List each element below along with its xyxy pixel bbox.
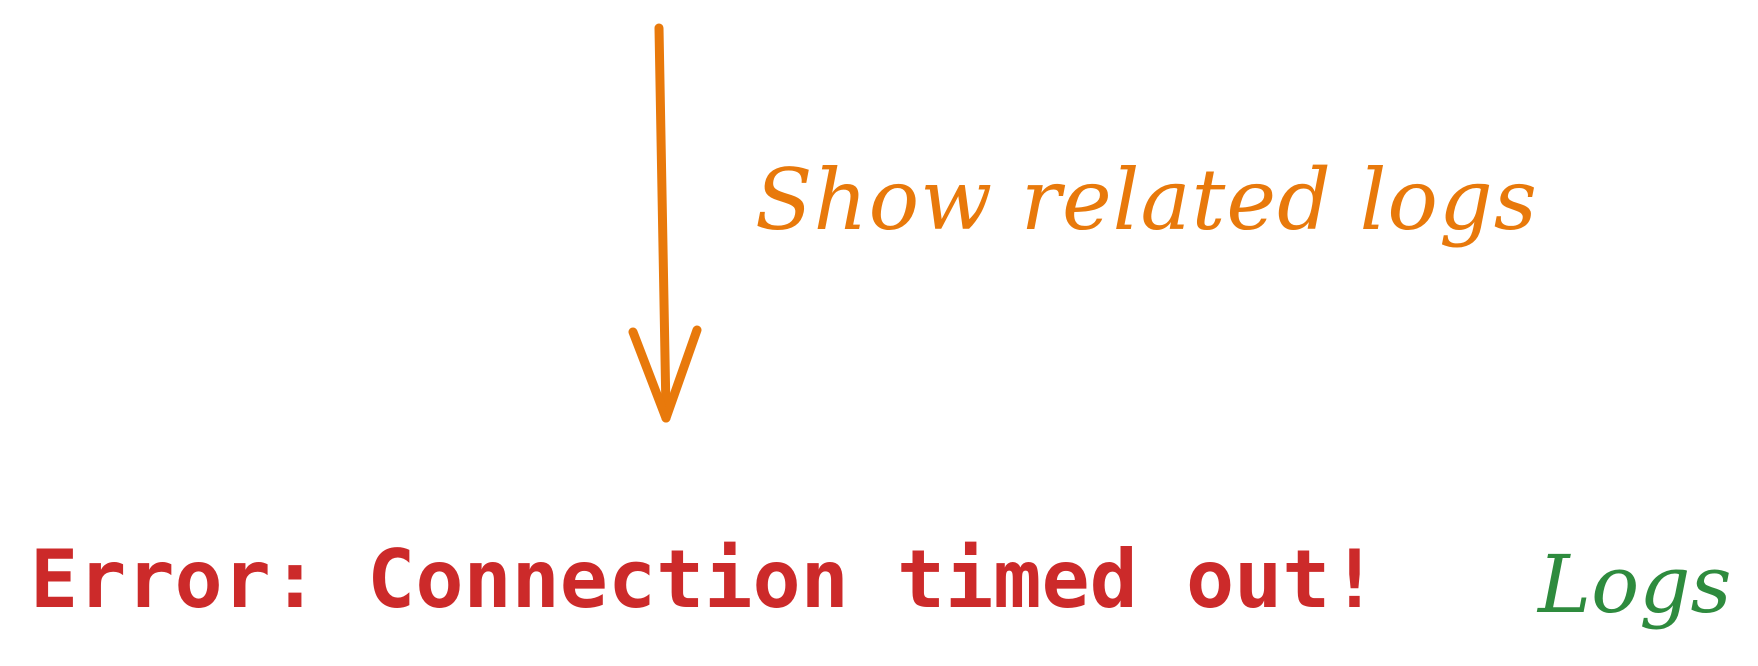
annotation-label: Show related logs bbox=[755, 151, 1538, 249]
arrow-shaft bbox=[654, 23, 671, 417]
error-message: Error: Connection timed out! bbox=[30, 533, 1379, 626]
arrow-head-right bbox=[661, 325, 702, 423]
arrow-head-left bbox=[628, 327, 671, 423]
logs-link[interactable]: Logs bbox=[1538, 538, 1732, 631]
arrow-strokes bbox=[628, 23, 702, 423]
